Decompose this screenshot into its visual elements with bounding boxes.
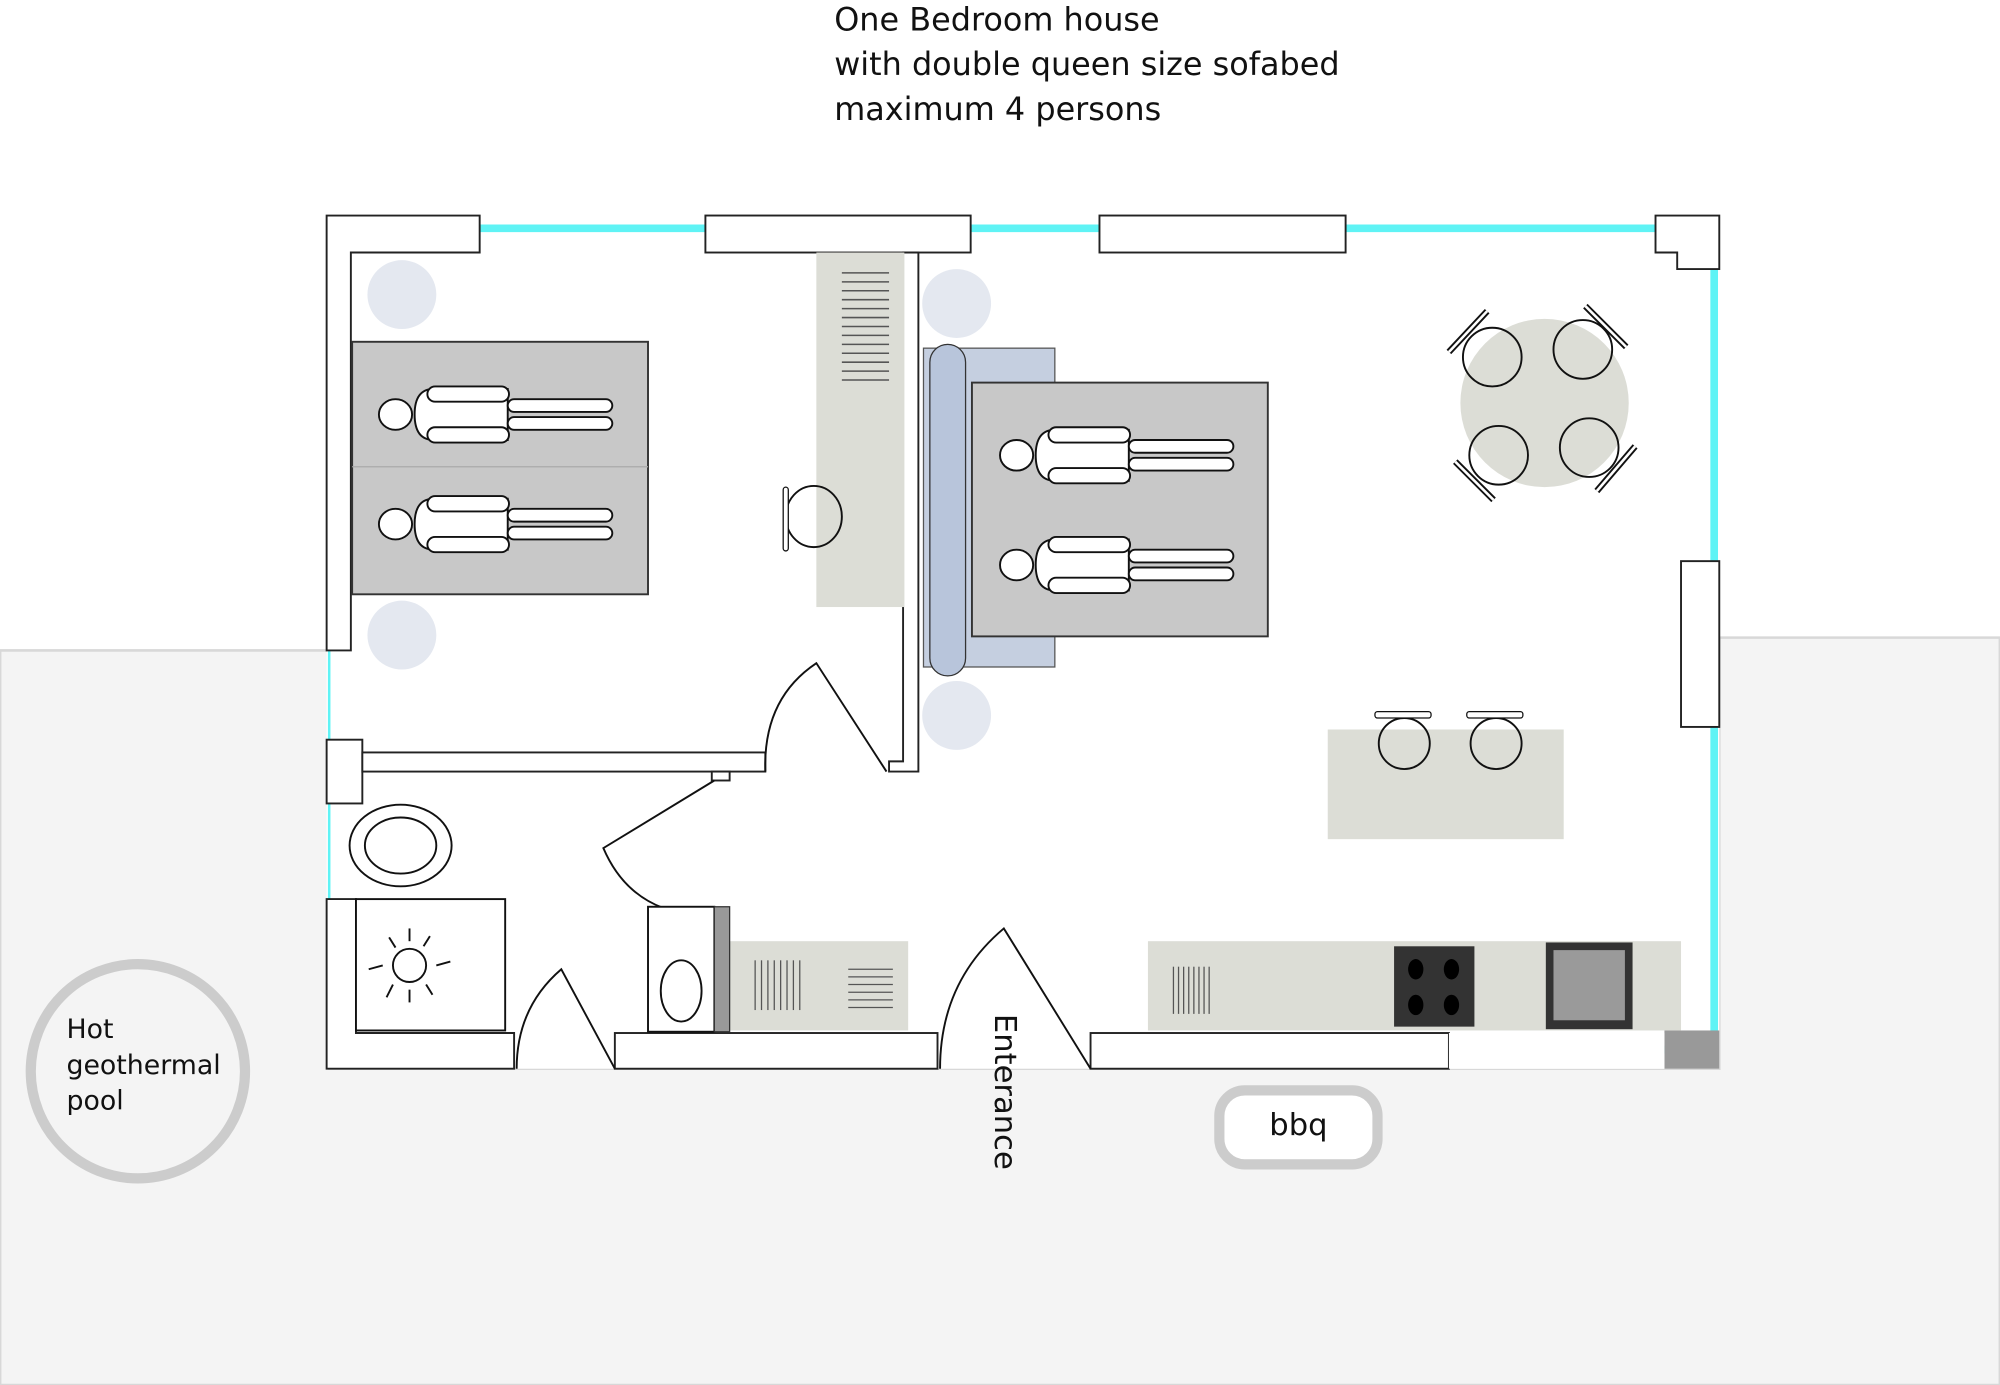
kitchen-island xyxy=(1327,710,1564,840)
bathroom-door[interactable] xyxy=(602,779,715,909)
entrance-label: Enterance xyxy=(987,1014,1022,1170)
dining-table xyxy=(1446,303,1638,503)
sofabed-mattress xyxy=(970,381,1269,638)
title-line-2: with double queen size sofabed xyxy=(834,45,1339,83)
wardrobe xyxy=(816,252,905,608)
utility-counter xyxy=(729,941,909,1031)
washing-machine xyxy=(647,905,731,1033)
lamp xyxy=(922,681,992,750)
bed xyxy=(351,340,649,596)
pool-label-1: Hot xyxy=(66,1014,113,1045)
pool-label-3: pool xyxy=(66,1086,123,1117)
walls xyxy=(325,214,1721,1070)
hot-geothermal-pool: Hot geothermal pool xyxy=(25,959,251,1184)
lamp xyxy=(922,269,992,338)
lamp xyxy=(367,260,437,330)
stove-icon xyxy=(1394,946,1475,1027)
desk-chair xyxy=(782,484,843,552)
lamp xyxy=(367,600,437,670)
bbq: bbq xyxy=(1214,1085,1383,1170)
toilet-icon xyxy=(348,803,453,888)
entrance-door[interactable] xyxy=(939,926,1092,1070)
sofa-arm xyxy=(929,343,967,677)
bbq-label: bbq xyxy=(1269,1108,1327,1143)
title-line-1: One Bedroom house xyxy=(834,1,1159,39)
bedroom-door[interactable] xyxy=(764,661,888,773)
bathroom-outside-door[interactable] xyxy=(515,967,616,1070)
shower-icon xyxy=(355,898,507,1032)
sink-icon xyxy=(1545,942,1633,1030)
wardrobe-hangers-icon xyxy=(841,272,890,381)
pool-label-2: geothermal xyxy=(66,1050,220,1081)
title-line-3: maximum 4 persons xyxy=(834,90,1161,128)
